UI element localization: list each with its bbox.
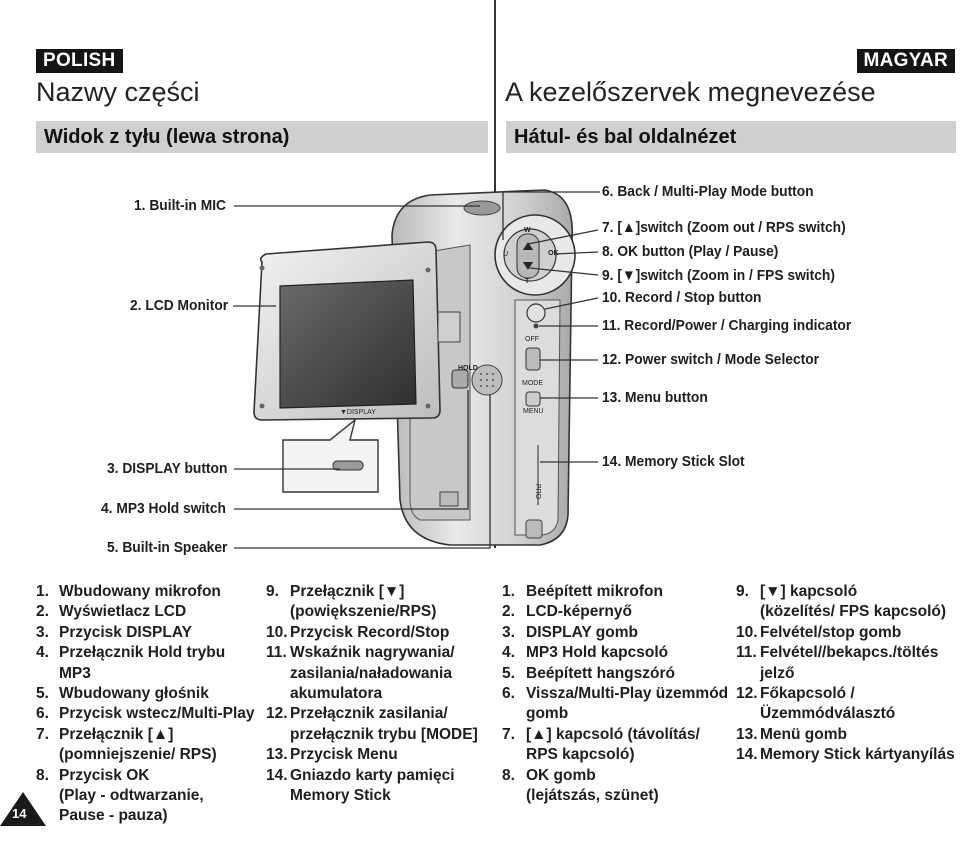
list-item: 14.Gniazdo karty pamięci Memory Stick — [266, 766, 455, 805]
list-item: 5.Wbudowany głośnik — [36, 685, 209, 703]
diagram-label-lcd-monitor: 2. LCD Monitor — [130, 297, 229, 314]
device-hold-text: HOLD — [458, 365, 478, 372]
list-item: 9.Przełącznik [▼] (powiększenie/RPS) — [266, 583, 437, 621]
list-item: 9.[▼] kapcsoló (közelítés/ FPS kapcsoló) — [736, 583, 947, 621]
parts-list-magyar-2: 9.[▼] kapcsoló (közelítés/ FPS kapcsoló)… — [736, 582, 958, 766]
list-item: 2.LCD-képernyő — [502, 603, 632, 621]
diagram-label-zoom-in: 9. [▼]switch (Zoom in / FPS switch) — [602, 267, 835, 284]
list-item: 5.Beépített hangszóró — [502, 664, 675, 682]
list-item: 2.Wyświetlacz LCD — [36, 603, 187, 621]
device-ok-text: OK — [548, 250, 559, 257]
device-pro-text: PRO — [534, 483, 542, 500]
page-title-polish: Nazwy części — [36, 77, 200, 107]
list-item: 6.Vissza/Multi-Play üzemmód gomb — [502, 685, 729, 723]
list-item: 10.Przycisk Record/Stop — [266, 623, 450, 641]
diagram-label-builtin-mic: 1. Built-in MIC — [134, 197, 226, 214]
list-item: 6.Przycisk wstecz/Multi-Play — [36, 705, 255, 723]
diagram-label-menu-button: 13. Menu button — [602, 389, 708, 406]
list-item: 14.Memory Stick kártyanyílás — [736, 746, 955, 764]
list-item: 13.Menü gomb — [736, 725, 847, 743]
diagram-label-power-switch: 12. Power switch / Mode Selector — [602, 351, 820, 368]
device-w-text: W — [524, 227, 531, 234]
list-item: 3.Przycisk DISPLAY — [36, 623, 192, 641]
device-off-text: OFF — [525, 336, 539, 343]
list-item: 13.Przycisk Menu — [266, 746, 398, 764]
list-item: 1.Wbudowany mikrofon — [36, 583, 221, 600]
section-title-magyar: Hátul- és bal oldalnézet — [506, 121, 956, 153]
device-display-text: ▼DISPLAY — [340, 409, 376, 416]
list-item: 11.Felvétel//bekapcs./töltés jelző — [736, 644, 939, 682]
diagram-label-display-button: 3. DISPLAY button — [107, 460, 228, 477]
diagram-label-builtin-speaker: 5. Built-in Speaker — [107, 539, 228, 556]
list-item: 8.OK gomb (lejátszás, szünet) — [502, 766, 659, 805]
page-title-magyar: A kezelőszervek megnevezése — [505, 77, 876, 107]
diagram-label-zoom-out: 7. [▲]switch (Zoom out / RPS switch) — [602, 219, 846, 236]
device-mode-text: MODE — [522, 380, 543, 387]
list-item: 11.Wskaźnik nagrywania/ zasilania/nałado… — [266, 644, 455, 703]
list-item: 1.Beépített mikrofon — [502, 583, 663, 600]
diagram-label-memory-slot: 14. Memory Stick Slot — [602, 453, 745, 470]
list-item: 10.Felvétel/stop gomb — [736, 623, 902, 641]
leader-lines-left — [233, 205, 491, 549]
lang-badge-magyar: MAGYAR — [856, 49, 955, 73]
list-item: 7.Przełącznik [▲] (pomniejszenie/ RPS) — [36, 725, 217, 764]
diagram-label-back-button: 6. Back / Multi-Play Mode button — [602, 183, 814, 200]
leader-lines-right — [502, 191, 600, 463]
diagram-label-record-stop: 10. Record / Stop button — [602, 289, 762, 306]
device-t-text: T — [525, 278, 530, 285]
lcd-monitor — [253, 241, 461, 421]
diagram-label-ok-button: 8. OK button (Play / Pause) — [602, 243, 779, 260]
section-title-polish: Widok z tyłu (lewa strona) — [36, 121, 488, 153]
device-u-text: U — [503, 251, 509, 258]
list-item: 3.DISPLAY gomb — [502, 623, 638, 641]
diagram-label-indicator: 11. Record/Power / Charging indicator — [602, 317, 852, 334]
list-item: 4.Przełącznik Hold trybu MP3 — [36, 644, 226, 682]
page-number-badge — [0, 792, 46, 826]
list-item: 12.Főkapcsoló / Üzemmódválasztó — [736, 685, 896, 723]
list-item: 12.Przełącznik zasilania/ przełącznik tr… — [266, 705, 478, 743]
list-item: 7.[▲] kapcsoló (távolítás/ RPS kapcsoló) — [502, 725, 700, 764]
list-item: 8.Przycisk OK (Play - odtwarzanie, Pause… — [36, 766, 204, 825]
display-button-callout — [282, 418, 379, 493]
parts-list-polish-1: 1.Wbudowany mikrofon 2.Wyświetlacz LCD 3… — [36, 582, 261, 827]
parts-list-magyar-1: 1.Beépített mikrofon 2.LCD-képernyő 3.DI… — [502, 582, 730, 806]
page-number: 14 — [12, 806, 27, 821]
lang-badge-polish: POLISH — [36, 49, 123, 73]
parts-list-polish-2: 9.Przełącznik [▼] (powiększenie/RPS) 10.… — [266, 582, 491, 806]
list-item: 4.MP3 Hold kapcsoló — [502, 644, 669, 662]
diagram-label-mp3-hold: 4. MP3 Hold switch — [101, 500, 226, 517]
device-menu-text: MENU — [523, 408, 544, 415]
